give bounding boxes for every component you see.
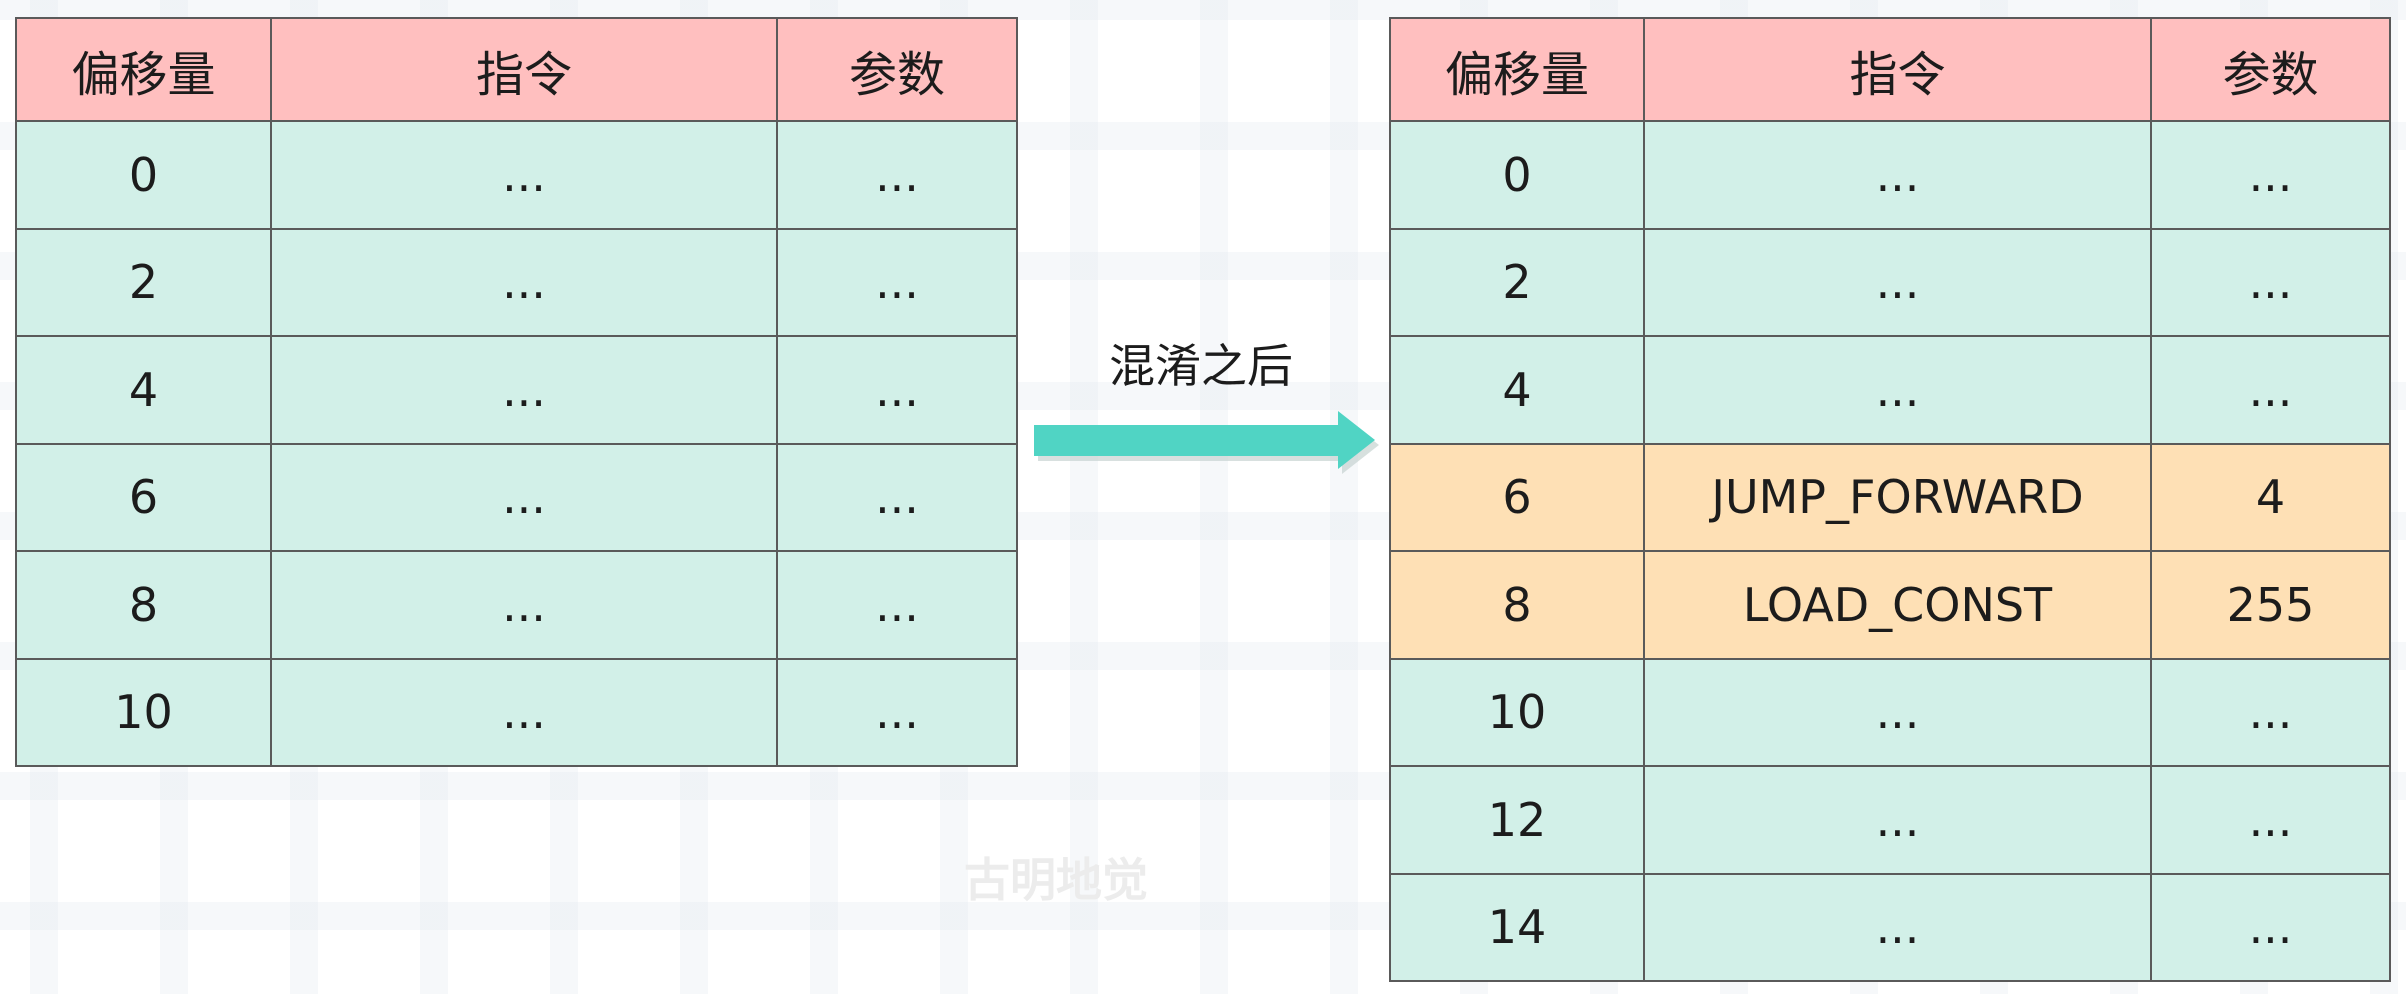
header-argument: 参数 [776, 17, 1018, 122]
header-argument: 参数 [2150, 17, 2391, 122]
offset-cell: 2 [1389, 227, 1645, 337]
offset-cell: 0 [1389, 120, 1645, 230]
table-row: 10 ... ... [15, 657, 1018, 767]
argument-cell: ... [776, 120, 1018, 230]
argument-cell: 4 [2150, 442, 2391, 552]
offset-cell: 4 [1389, 335, 1645, 445]
arrow-right-icon [1034, 411, 1379, 474]
table-row: 0 ... ... [15, 120, 1018, 230]
arrow-body [1034, 411, 1375, 469]
instruction-cell: ... [270, 442, 778, 552]
instruction-cell: ... [270, 227, 778, 337]
argument-cell: ... [776, 657, 1018, 767]
table-row: 8 ... ... [15, 550, 1018, 660]
argument-cell: 255 [2150, 550, 2391, 660]
table-row: 6 ... ... [15, 442, 1018, 552]
watermark: 古明地觉 [964, 853, 1148, 907]
instruction-cell: ... [1643, 335, 2152, 445]
argument-cell: ... [776, 442, 1018, 552]
caption-label: 混淆之后 [1109, 339, 1293, 393]
instruction-cell: ... [270, 550, 778, 660]
header-row: 偏移量 指令 参数 [15, 17, 1018, 122]
instruction-cell: ... [1643, 872, 2152, 982]
instruction-cell: ... [270, 120, 778, 230]
offset-cell: 10 [1389, 657, 1645, 767]
argument-cell: ... [2150, 872, 2391, 982]
header-offset: 偏移量 [15, 17, 272, 122]
argument-cell: ... [2150, 657, 2391, 767]
header-row: 偏移量 指令 参数 [1389, 17, 2391, 122]
instruction-cell: JUMP_FORWARD [1643, 442, 2152, 552]
instruction-cell: ... [270, 335, 778, 445]
offset-cell: 0 [15, 120, 272, 230]
instruction-cell: ... [1643, 120, 2152, 230]
offset-cell: 6 [15, 442, 272, 552]
table-row: 0 ... ... [1389, 120, 2391, 230]
instruction-cell: ... [270, 657, 778, 767]
instruction-cell: ... [1643, 765, 2152, 875]
table-row: 10 ... ... [1389, 657, 2391, 767]
argument-cell: ... [776, 227, 1018, 337]
offset-cell: 2 [15, 227, 272, 337]
offset-cell: 4 [15, 335, 272, 445]
table-row: 4 ... ... [1389, 335, 2391, 445]
after-table: 偏移量 指令 参数 0 ... ... 2 ... ... 4 ... ... … [1389, 17, 2391, 982]
table-row: 14 ... ... [1389, 872, 2391, 982]
offset-cell: 12 [1389, 765, 1645, 875]
table-row-highlighted: 8 LOAD_CONST 255 [1389, 550, 2391, 660]
table-row-highlighted: 6 JUMP_FORWARD 4 [1389, 442, 2391, 552]
table-row: 2 ... ... [15, 227, 1018, 337]
argument-cell: ... [2150, 120, 2391, 230]
argument-cell: ... [776, 550, 1018, 660]
argument-cell: ... [2150, 335, 2391, 445]
instruction-cell: ... [1643, 227, 2152, 337]
offset-cell: 8 [1389, 550, 1645, 660]
argument-cell: ... [776, 335, 1018, 445]
before-table: 偏移量 指令 参数 0 ... ... 2 ... ... 4 ... ... … [15, 17, 1018, 767]
offset-cell: 6 [1389, 442, 1645, 552]
header-instruction: 指令 [270, 17, 778, 122]
header-offset: 偏移量 [1389, 17, 1645, 122]
offset-cell: 14 [1389, 872, 1645, 982]
table-row: 2 ... ... [1389, 227, 2391, 337]
table-row: 12 ... ... [1389, 765, 2391, 875]
offset-cell: 8 [15, 550, 272, 660]
argument-cell: ... [2150, 765, 2391, 875]
header-instruction: 指令 [1643, 17, 2152, 122]
argument-cell: ... [2150, 227, 2391, 337]
table-row: 4 ... ... [15, 335, 1018, 445]
instruction-cell: ... [1643, 657, 2152, 767]
instruction-cell: LOAD_CONST [1643, 550, 2152, 660]
offset-cell: 10 [15, 657, 272, 767]
